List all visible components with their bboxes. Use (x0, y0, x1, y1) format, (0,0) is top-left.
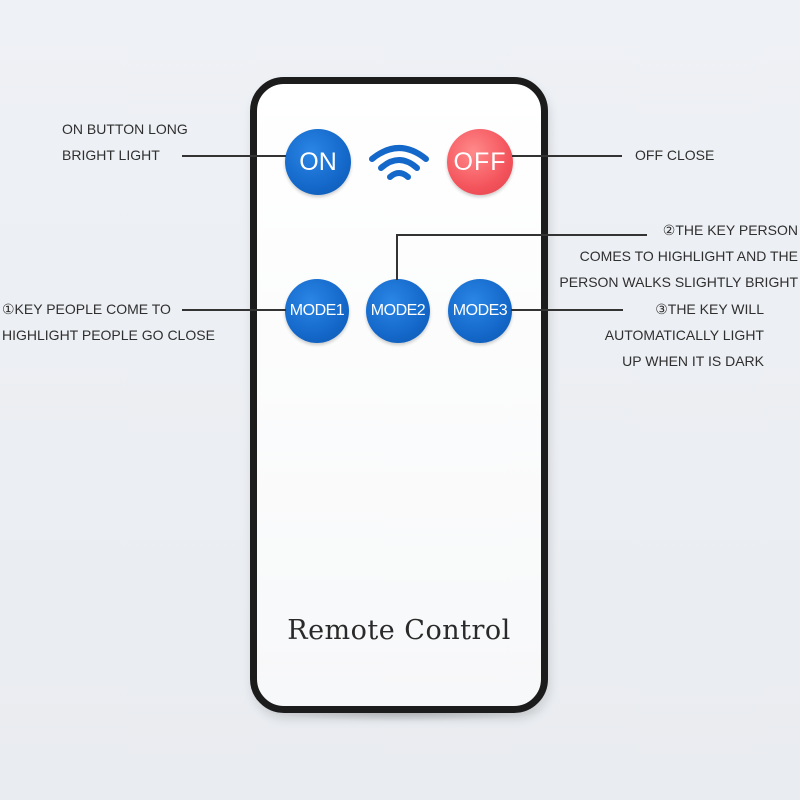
mode2-annotation-line-3: PERSON WALKS SLIGHTLY BRIGHT (559, 274, 798, 290)
mode3-leader-line (511, 309, 623, 311)
on-button-label: ON (299, 147, 337, 176)
mode3-annotation-line-3: UP WHEN IT IS DARK (622, 353, 764, 369)
mode1-leader-line (182, 309, 286, 311)
mode1-button[interactable]: MODE1 (285, 279, 349, 343)
brand-label: Remote Control (287, 615, 511, 646)
off-button[interactable]: OFF (447, 129, 513, 195)
on-leader-line (182, 155, 286, 157)
off-leader-line (512, 155, 622, 157)
mode3-button[interactable]: MODE3 (448, 279, 512, 343)
mode2-annotation-line-2: COMES TO HIGHLIGHT AND THE (579, 248, 798, 264)
mode3-annotation-line-2: AUTOMATICALLY LIGHT (604, 327, 764, 343)
mode3-annotation-line-1: ③THE KEY WILL (655, 301, 764, 317)
mode3-annotation: ③THE KEY WILL AUTOMATICALLY LIGHT UP WHE… (605, 296, 764, 374)
off-button-label: OFF (453, 147, 507, 176)
on-annotation: ON BUTTON LONG BRIGHT LIGHT (62, 116, 188, 168)
on-annotation-line-2: BRIGHT LIGHT (62, 147, 160, 163)
mode2-annotation: ②THE KEY PERSON COMES TO HIGHLIGHT AND T… (559, 217, 798, 295)
wifi-signal-icon (369, 145, 429, 180)
mode2-leader-line-horizontal (397, 234, 647, 236)
mode1-annotation-line-1: ①KEY PEOPLE COME TO (2, 301, 171, 317)
off-annotation-line-1: OFF CLOSE (635, 147, 715, 163)
mode2-button[interactable]: MODE2 (366, 279, 430, 343)
on-button[interactable]: ON (285, 129, 351, 195)
mode2-button-label: MODE2 (370, 302, 426, 319)
mode2-leader-line-vertical (396, 234, 398, 280)
off-annotation: OFF CLOSE (635, 142, 714, 168)
mode1-button-label: MODE1 (289, 302, 345, 319)
mode1-annotation-line-2: HIGHLIGHT PEOPLE GO CLOSE (2, 327, 215, 343)
on-annotation-line-1: ON BUTTON LONG (62, 121, 188, 137)
mode1-annotation: ①KEY PEOPLE COME TO HIGHLIGHT PEOPLE GO … (2, 296, 215, 348)
mode3-button-label: MODE3 (452, 302, 508, 319)
mode2-annotation-line-1: ②THE KEY PERSON (662, 222, 798, 238)
